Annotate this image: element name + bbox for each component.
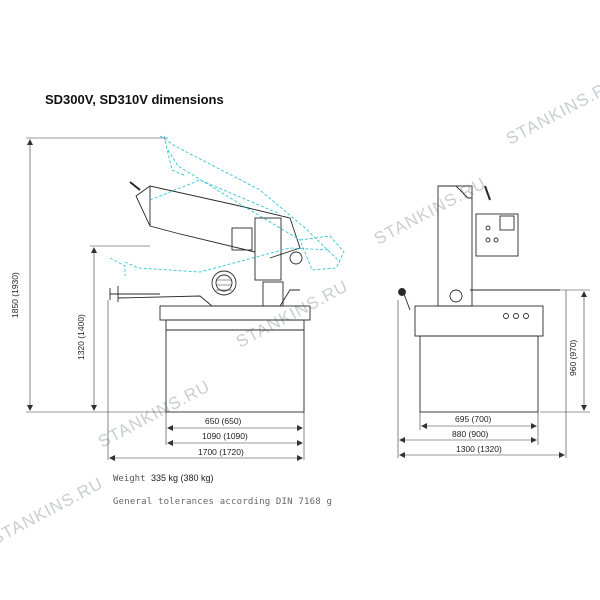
side-table <box>117 289 300 307</box>
side-dimensions <box>26 137 305 461</box>
watermark-3: STANKINS.RU <box>233 277 351 352</box>
front-base-cabinet <box>419 335 539 413</box>
dim-front-width-total: 1300 (1320) <box>456 444 502 454</box>
weight-label: Weight <box>113 474 146 484</box>
dim-side-width-base: 650 (650) <box>205 416 242 426</box>
dim-front-width-mid: 880 (900) <box>452 429 489 439</box>
dim-side-width-total: 1700 (1720) <box>198 447 244 457</box>
side-column <box>254 217 282 281</box>
front-table <box>414 305 544 337</box>
weight-value: 335 kg (380 kg) <box>150 473 214 483</box>
dim-side-width-mid: 1090 (1090) <box>202 431 248 441</box>
watermark-4: STANKINS.RU <box>95 377 213 452</box>
front-dimensions <box>397 289 590 458</box>
tolerances-note: General tolerances according DIN 7168 g <box>113 497 333 507</box>
watermark-5: STANKINS.RU <box>0 474 106 549</box>
side-saw-arm <box>135 185 301 259</box>
side-arm-positions <box>109 135 345 276</box>
side-wheel <box>211 270 237 296</box>
side-view <box>109 181 311 413</box>
front-motor <box>475 213 519 257</box>
watermarks: STANKINS.RU STANKINS.RU STANKINS.RU STAN… <box>0 74 600 549</box>
watermark-1: STANKINS.RU <box>503 74 600 149</box>
dim-height-total: 1850 (1930) <box>10 272 20 318</box>
weight-line: Weight 335 kg (380 kg) <box>113 473 213 484</box>
dim-height-work: 1320 (1400) <box>76 314 86 360</box>
page-title: SD300V, SD310V dimensions <box>45 92 224 107</box>
dim-front-height-work: 960 (970) <box>568 339 578 376</box>
front-view <box>398 185 560 413</box>
dim-front-width-base: 695 (700) <box>455 414 492 424</box>
